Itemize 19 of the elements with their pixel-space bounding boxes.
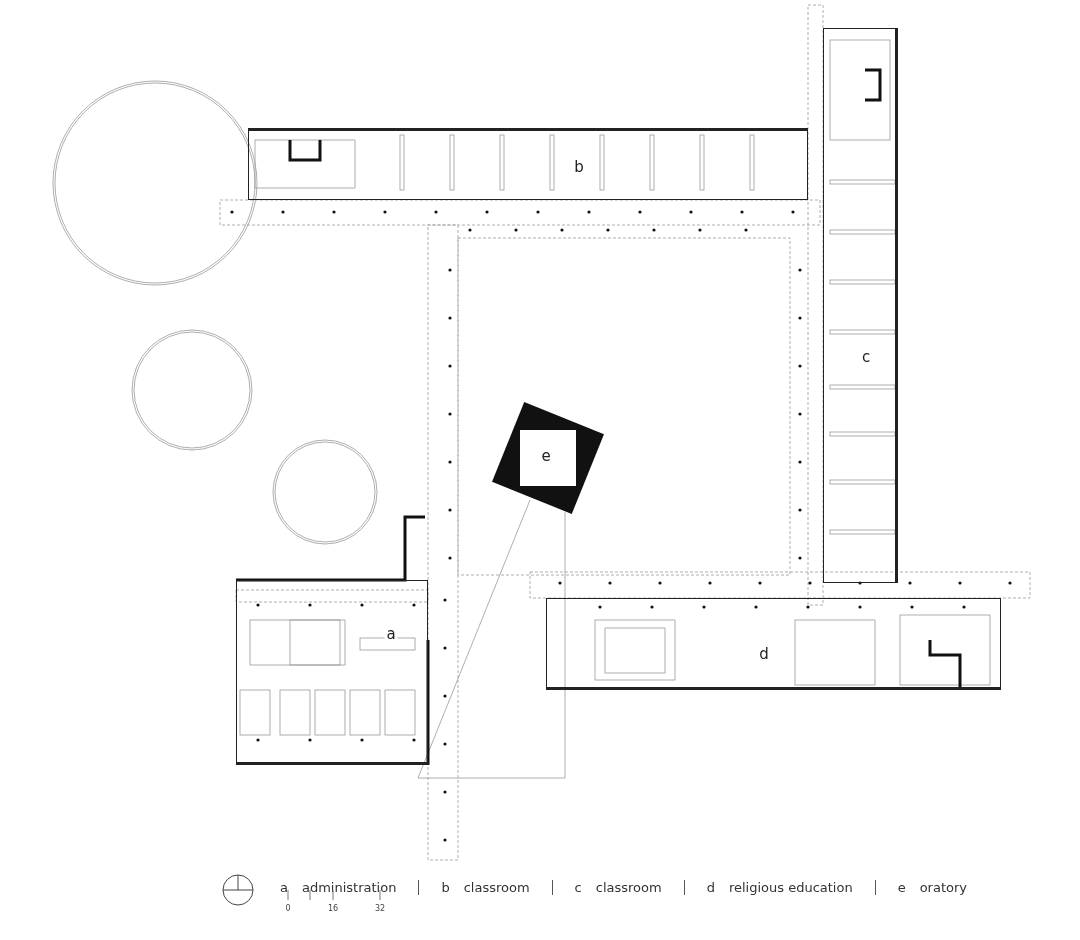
scale-number: 0 (285, 905, 291, 913)
building-letter: d (757, 646, 771, 662)
legend-letter: a (280, 881, 288, 894)
legend-description: classroom (463, 881, 530, 894)
education-building (546, 598, 1001, 690)
legend-description: religious education (728, 881, 853, 894)
legend-description: administration (301, 881, 397, 894)
legend-letter: e (897, 881, 906, 894)
legend-description: oratory (919, 881, 967, 894)
building-letter: b (572, 159, 586, 175)
administration-building (236, 580, 428, 765)
legend-letter: b (441, 881, 450, 894)
classroom-building (248, 128, 808, 200)
scale-number: 32 (374, 905, 386, 913)
legend-description: classroom (595, 881, 662, 894)
classroom-building (823, 28, 898, 583)
legend-letter: d (706, 881, 715, 894)
legend-letter: c (574, 881, 582, 894)
scale-number: 16 (327, 905, 339, 913)
